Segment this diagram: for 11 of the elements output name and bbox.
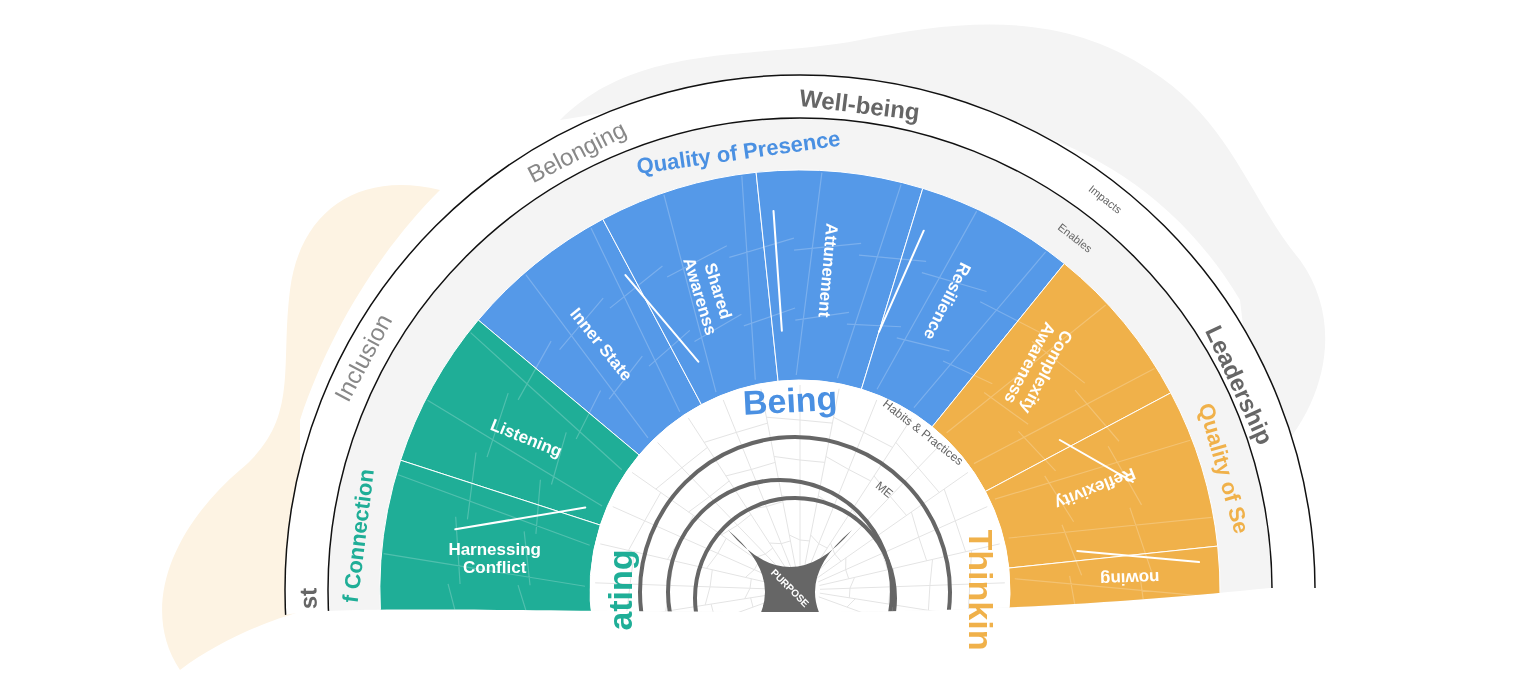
band-title: Quality of Presence [635, 125, 842, 179]
ring-title: st [294, 587, 322, 610]
ring-title: Well-being [797, 83, 922, 126]
ring-caption: ME [872, 478, 896, 501]
segment-label: Harnessing Conflict [448, 539, 541, 577]
band-title: f Connection [337, 467, 379, 604]
segment-label: Attunement [814, 222, 842, 319]
segment-label: nowing [1099, 567, 1160, 589]
domain-title: Being [741, 378, 839, 422]
domain-title: ating [601, 549, 639, 631]
domain-title: Thinkin [962, 529, 1000, 651]
